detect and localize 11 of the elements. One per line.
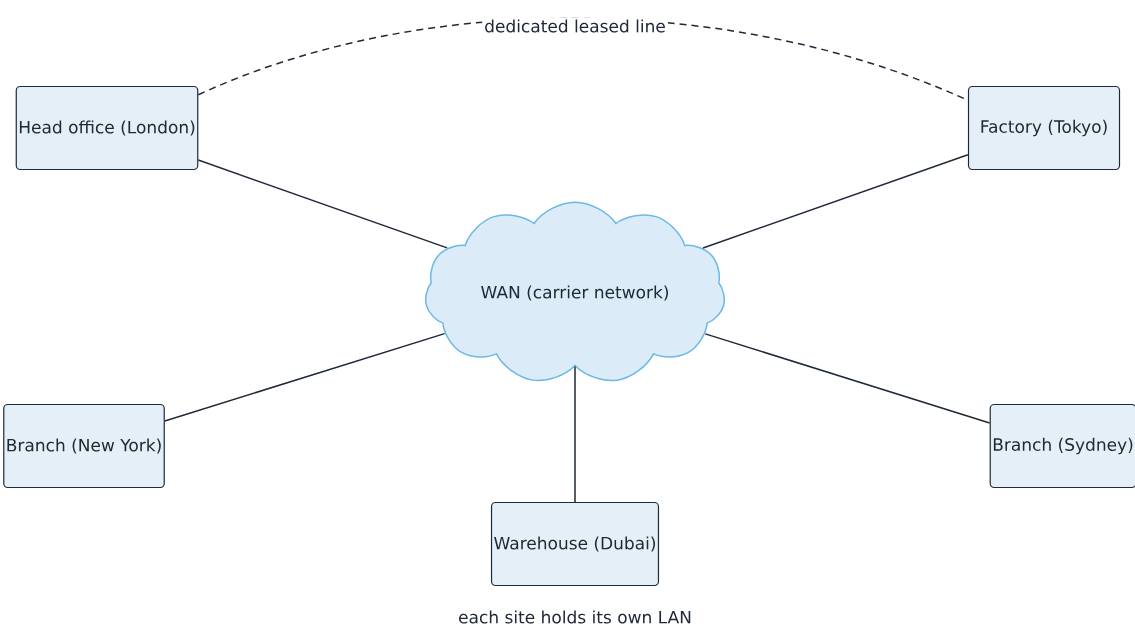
site-box: Head office (London): [15, 85, 199, 171]
connector-line: [197, 159, 448, 249]
edge-label: dedicated leased line: [482, 17, 668, 35]
caption: each site holds its own LAN: [459, 610, 691, 624]
site-box: Factory (Tokyo): [967, 85, 1121, 171]
site-box: Branch (New York): [3, 403, 165, 489]
site-box: Branch (Sydney): [989, 403, 1135, 489]
site-box: Warehouse (Dubai): [490, 501, 660, 587]
connector-line: [164, 332, 446, 422]
connector-line: [704, 333, 991, 424]
connector-line: [702, 154, 969, 249]
